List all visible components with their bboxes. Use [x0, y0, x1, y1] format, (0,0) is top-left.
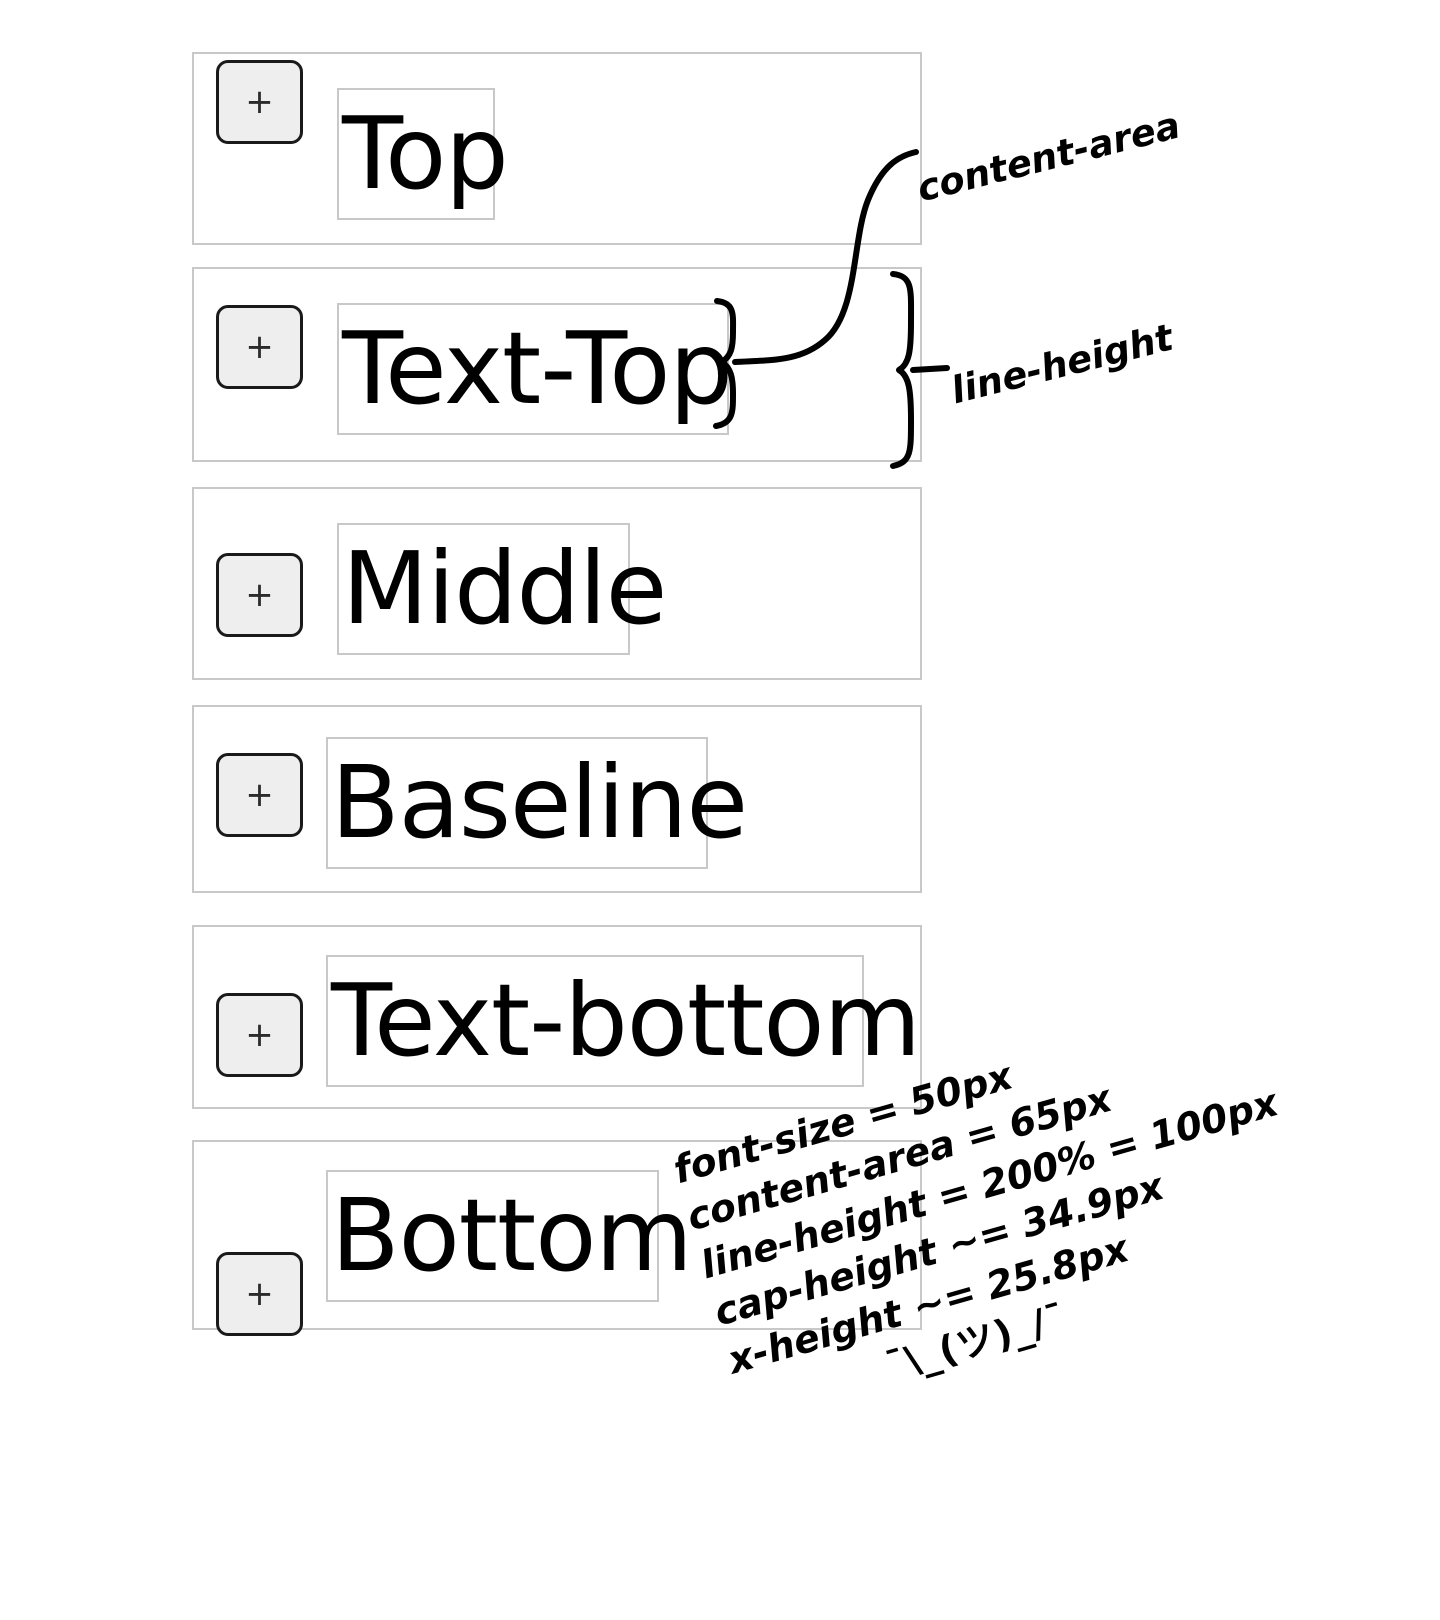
row-baseline: + Baseline	[192, 705, 922, 893]
content-box-baseline: Baseline	[326, 737, 748, 869]
plus-button-middle[interactable]: +	[216, 553, 303, 637]
content-box-top: Top	[337, 88, 509, 220]
row-text-bottom: + Text-bottom	[192, 925, 922, 1109]
annotation-content-area: content-area	[912, 103, 1185, 211]
plus-button-top[interactable]: +	[216, 60, 303, 144]
content-box-text-top: Text-Top	[337, 303, 733, 435]
annotation-line-height: line-height	[946, 315, 1178, 413]
row-label-text-bottom: Text-bottom	[331, 962, 921, 1079]
row-middle: + Middle	[192, 487, 922, 680]
content-box-text-bottom: Text-bottom	[326, 955, 921, 1087]
row-label-text-top: Text-Top	[342, 310, 733, 427]
content-box-middle: Middle	[337, 523, 667, 655]
row-bottom: + Bottom	[192, 1140, 922, 1336]
row-label-middle: Middle	[342, 530, 667, 647]
plus-button-bottom[interactable]: +	[216, 1252, 303, 1336]
row-label-top: Top	[342, 95, 509, 212]
row-label-baseline: Baseline	[331, 744, 748, 861]
plus-button-text-top[interactable]: +	[216, 305, 303, 389]
row-top: + Top	[192, 52, 922, 245]
row-text-top: + Text-Top	[192, 267, 922, 462]
content-box-bottom: Bottom	[326, 1170, 693, 1302]
row-label-bottom: Bottom	[331, 1177, 693, 1294]
plus-button-text-bottom[interactable]: +	[216, 993, 303, 1077]
plus-button-baseline[interactable]: +	[216, 753, 303, 837]
